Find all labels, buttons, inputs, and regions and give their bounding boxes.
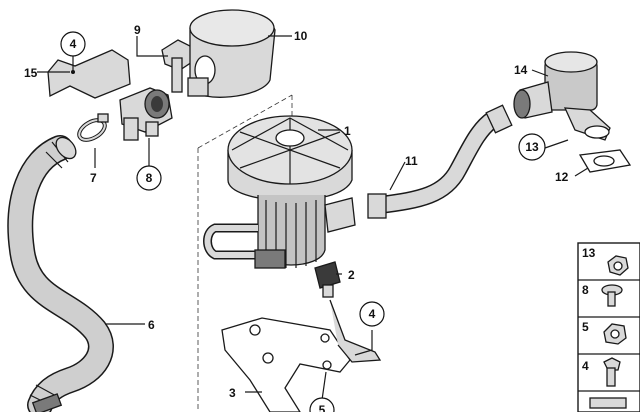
legend-label-5: 5 — [582, 320, 589, 334]
part-valve-8 — [119, 87, 173, 141]
legend-label-4: 4 — [582, 359, 589, 373]
callout-5: 5 — [309, 397, 335, 412]
legend-label-8: 8 — [582, 283, 589, 297]
legend-label-13: 13 — [582, 246, 596, 260]
part-air-pump-1 — [203, 115, 356, 269]
part-clamp-7 — [77, 113, 109, 142]
callout-13: 13 — [518, 133, 546, 161]
label-7: 7 — [90, 171, 97, 185]
part-bracket-15 — [47, 49, 131, 99]
leader-lines — [37, 35, 589, 401]
callout-label-4-bottom: 4 — [369, 307, 376, 321]
label-12: 12 — [555, 170, 569, 184]
part-sensor-2 — [314, 261, 341, 298]
washer-icon — [589, 397, 627, 409]
label-1: 1 — [344, 124, 351, 138]
label-3: 3 — [229, 386, 236, 400]
label-10: 10 — [294, 29, 308, 43]
part-gasket-12 — [578, 149, 632, 173]
label-14: 14 — [514, 63, 528, 77]
frame-dashed-line-top — [197, 94, 293, 149]
callout-4-bottom: 4 — [359, 301, 385, 327]
part-plate-3 — [221, 299, 382, 412]
part-filter-housing-10 — [187, 9, 276, 98]
callout-8: 8 — [136, 165, 162, 191]
label-2: 2 — [348, 268, 355, 282]
callout-label-5: 5 — [319, 403, 326, 412]
callout-label-13: 13 — [525, 140, 539, 154]
callout-label-8: 8 — [146, 171, 153, 185]
label-6: 6 — [148, 318, 155, 332]
label-11: 11 — [405, 154, 418, 168]
label-9: 9 — [134, 23, 141, 37]
part-hose-11 — [367, 104, 513, 219]
callout-4-top: 4 — [60, 31, 86, 57]
label-15: 15 — [24, 66, 38, 80]
callout-label-4-top: 4 — [70, 37, 77, 51]
part-valve-14 — [513, 51, 611, 141]
hardware-legend: 13 8 5 4 — [577, 242, 640, 412]
part-hose-6 — [7, 135, 114, 412]
